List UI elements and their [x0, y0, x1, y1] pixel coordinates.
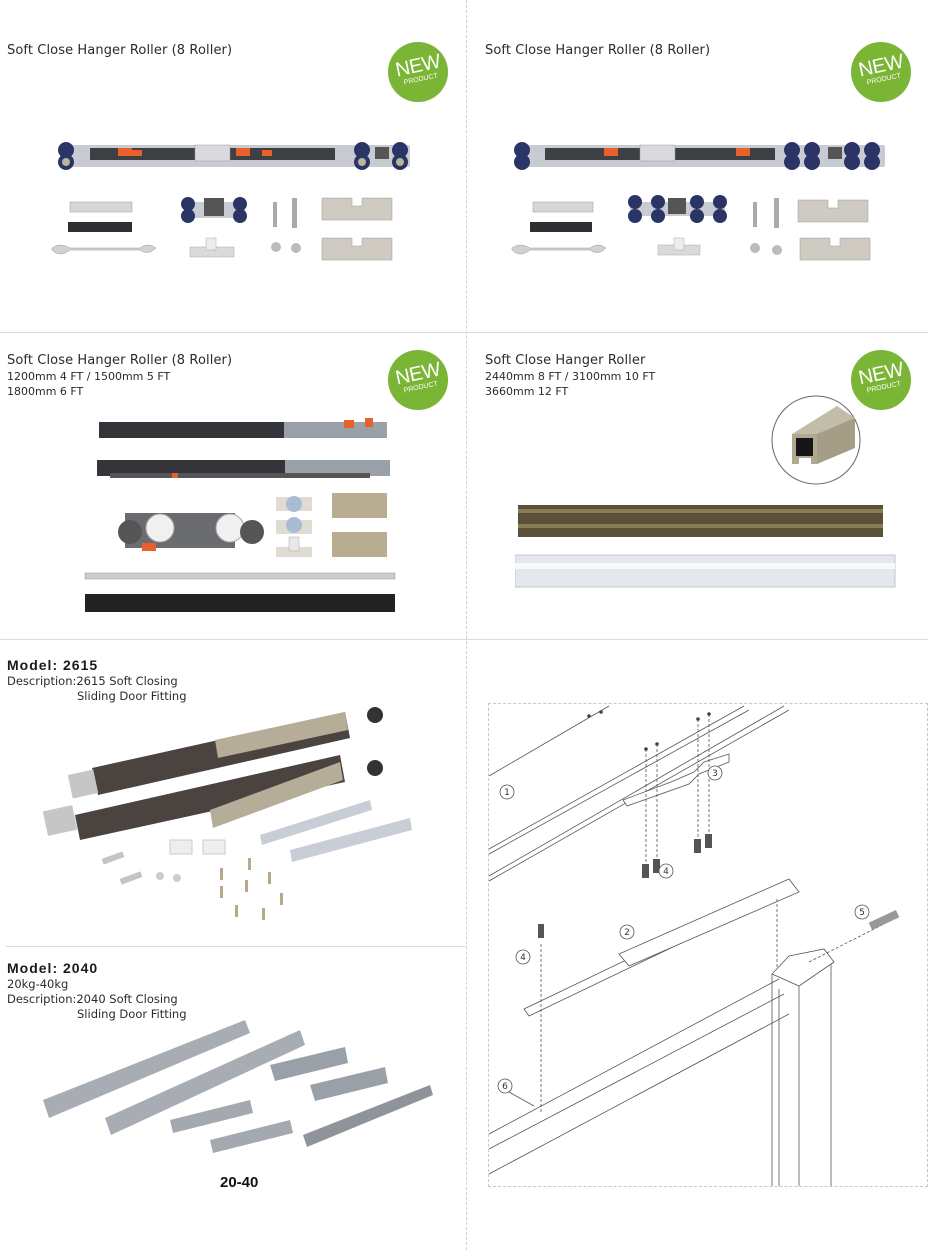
new-product-badge: NEW PRODUCT: [388, 350, 448, 410]
model-number: Model: 2040: [7, 960, 99, 976]
track-profile-closeup: [771, 395, 861, 485]
product-image-8-roller-kit-a: [51, 142, 410, 261]
product-panel-4: Soft Close Hanger Roller 2440mm 8 FT / 3…: [485, 353, 655, 399]
product-image-tracks: [515, 505, 896, 588]
product-title: Soft Close Hanger Roller (8 Roller): [7, 353, 233, 368]
product-panel-2040: Model: 2040 20kg-40kg Description:2040 S…: [7, 960, 187, 1022]
product-image-2615: [42, 707, 412, 920]
product-panel-3: Soft Close Hanger Roller (8 Roller) 1200…: [7, 353, 232, 399]
product-description: Description:2615 Soft Closing: [7, 674, 178, 688]
product-description: Description:2040 Soft Closing: [7, 992, 178, 1006]
callout-4b: 4: [520, 953, 526, 963]
new-product-badge: NEW PRODUCT: [388, 42, 448, 102]
product-size-line-1: 1200mm 4 FT / 1500mm 5 FT: [7, 370, 171, 383]
product-image-2040: [43, 1020, 433, 1153]
new-product-badge: NEW PRODUCT: [851, 350, 911, 410]
product-title: Soft Close Hanger Roller: [485, 353, 646, 368]
product-size-line-1: 2440mm 8 FT / 3100mm 10 FT: [485, 370, 656, 383]
callout-4a: 4: [663, 867, 669, 877]
callout-1: 1: [504, 788, 510, 798]
product-title: Soft Close Hanger Roller (8 Roller): [485, 43, 711, 58]
callout-6: 6: [502, 1082, 508, 1092]
product-description-cont: Sliding Door Fitting: [77, 1007, 187, 1021]
model-number: Model: 2615: [7, 657, 99, 673]
product-size-line-2: 1800mm 6 FT: [7, 385, 84, 398]
product-panel-2: Soft Close Hanger Roller (8 Roller): [485, 43, 710, 59]
product-description-cont: Sliding Door Fitting: [77, 689, 187, 703]
product-panel-1: Soft Close Hanger Roller (8 Roller): [7, 43, 232, 59]
weight-range-label: 20-40: [220, 1174, 259, 1191]
column-divider: [466, 0, 467, 1250]
product-image-8-roller-kit-b: [511, 142, 885, 261]
callout-2: 2: [624, 928, 630, 938]
callout-3: 3: [712, 769, 718, 779]
new-product-badge: NEW PRODUCT: [851, 42, 911, 102]
product-panel-2615: Model: 2615 Description:2615 Soft Closin…: [7, 657, 187, 704]
installation-diagram: 1 2 3 4 4 5 6: [488, 703, 928, 1187]
product-weight-range: 20kg-40kg: [7, 977, 69, 991]
product-image-soft-close-kit: [84, 418, 396, 612]
installation-diagram-drawing: 1 2 3 4 4 5 6: [489, 705, 900, 1186]
row-divider-3: [6, 946, 466, 947]
product-title: Soft Close Hanger Roller (8 Roller): [7, 43, 233, 58]
row-divider-1: [0, 332, 928, 333]
product-size-line-2: 3660mm 12 FT: [485, 385, 569, 398]
callout-5: 5: [859, 908, 865, 918]
row-divider-2: [0, 639, 928, 640]
